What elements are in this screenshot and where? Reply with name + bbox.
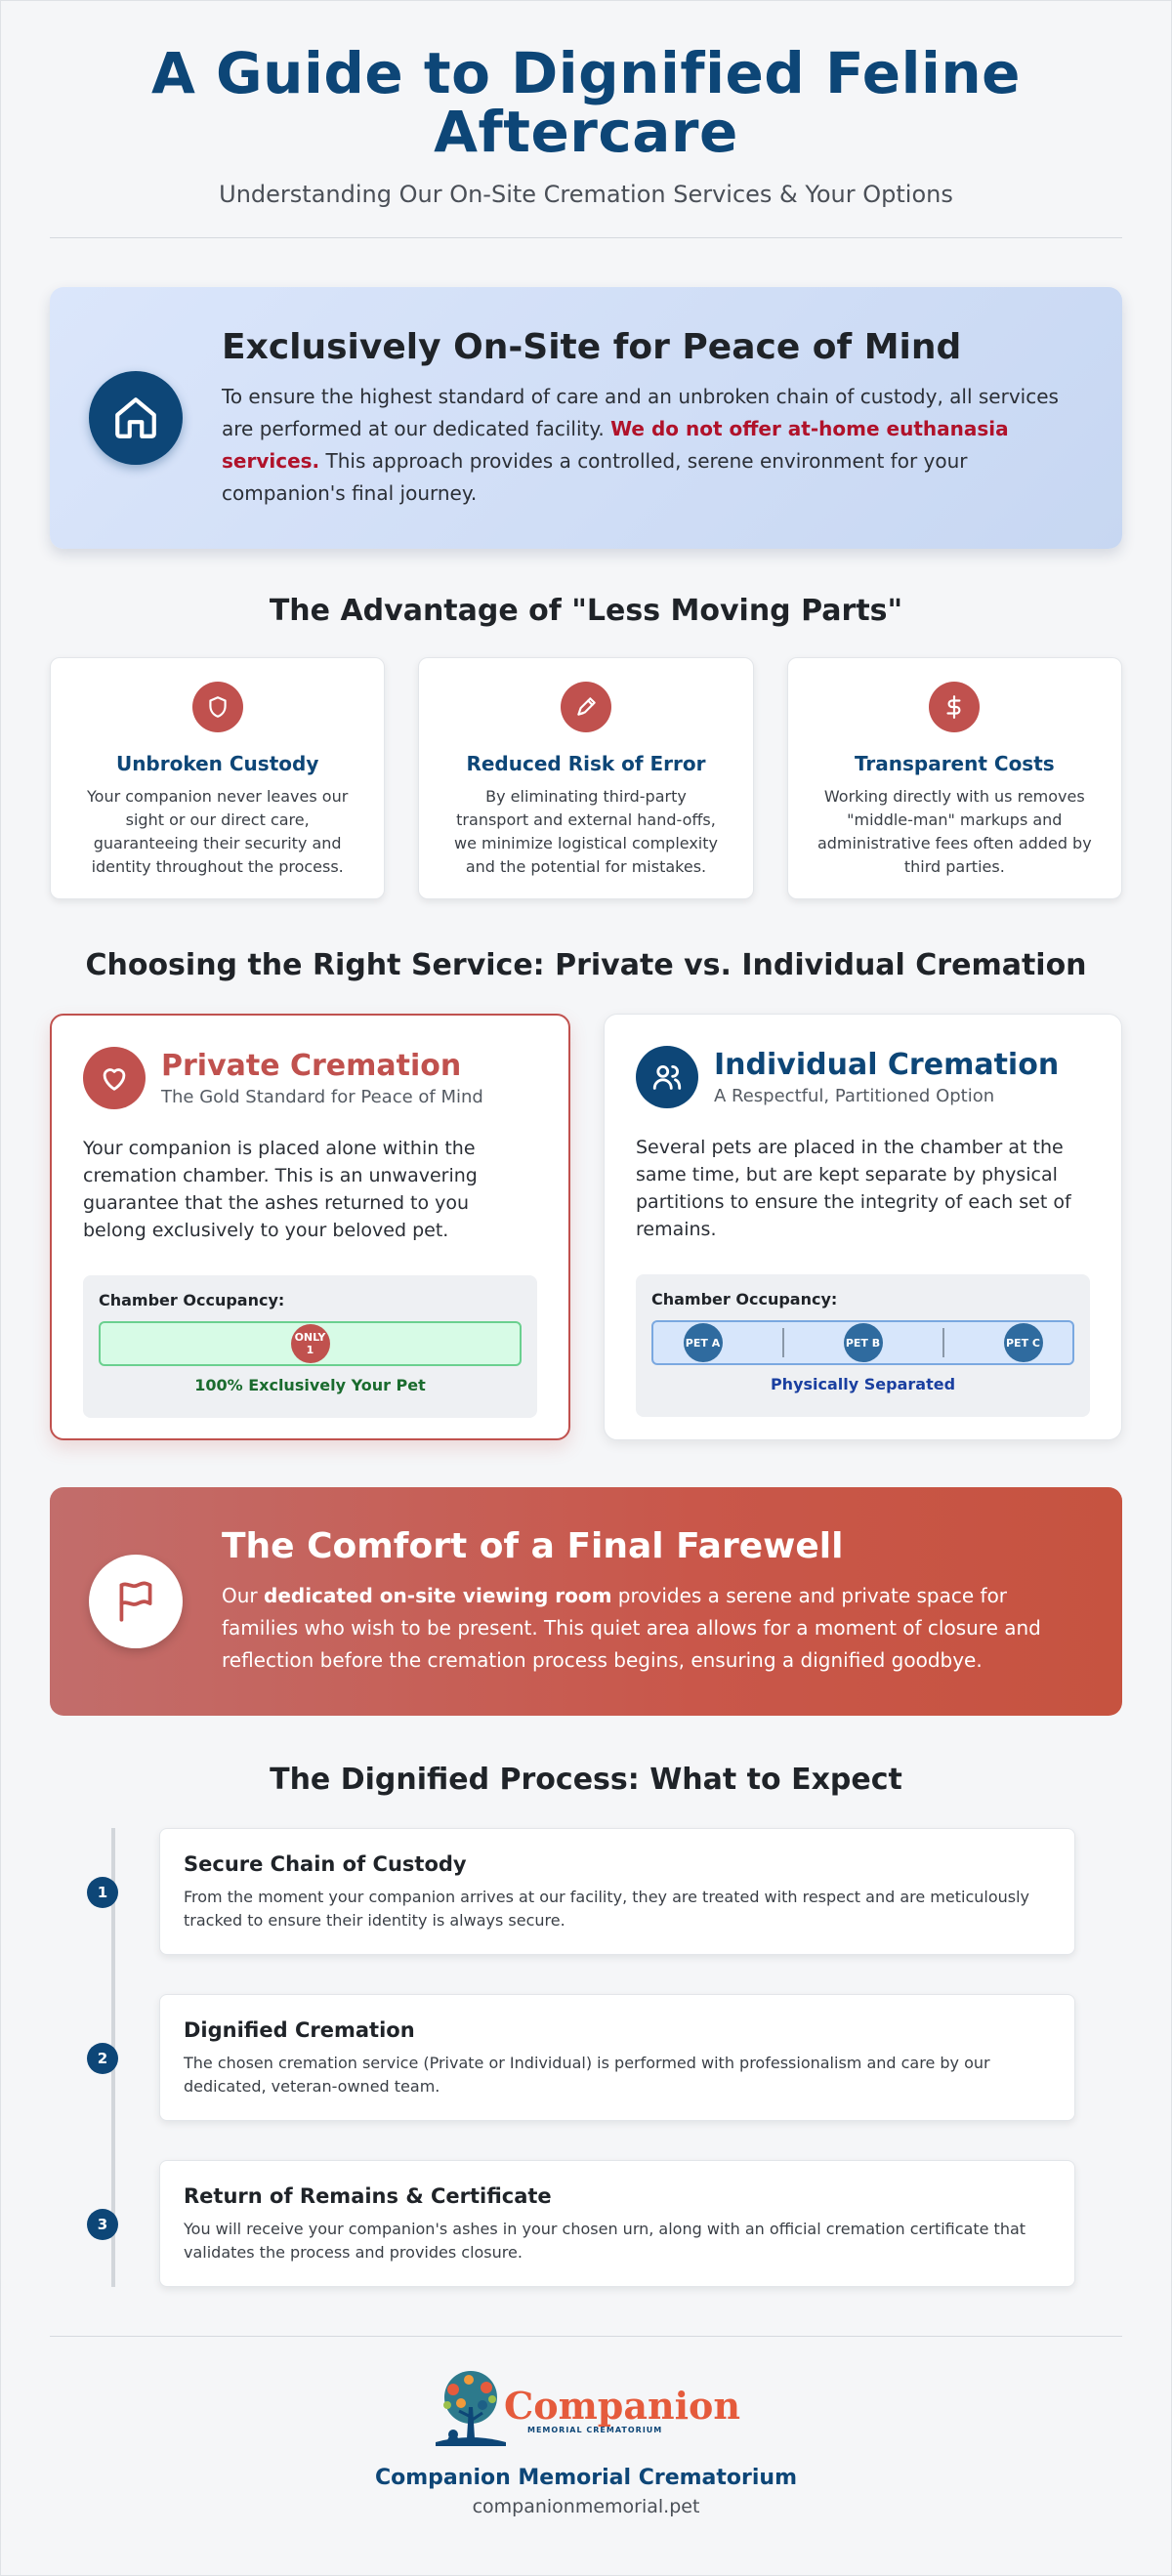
onsite-body-end: This approach provides a controlled, ser… (222, 448, 968, 505)
page-header: A Guide to Dignified Feline Aftercare Un… (50, 1, 1122, 208)
dollar-icon (929, 682, 981, 732)
step-number: 1 (87, 1877, 118, 1908)
footer-website: companionmemorial.pet (472, 2496, 700, 2517)
individual-cremation-card: Individual Cremation A Respectful, Parti… (604, 1014, 1122, 1440)
footer-divider (50, 2336, 1122, 2337)
pencil-icon (560, 682, 611, 732)
private-cremation-tagline: The Gold Standard for Peace of Mind (161, 1087, 483, 1107)
company-logo: Companion MEMORIAL CREMATORIUM (432, 2366, 740, 2454)
advantages-grid: Unbroken Custody Your companion never le… (50, 657, 1122, 899)
flag-icon (89, 1555, 183, 1648)
advantage-body: By eliminating third-party transport and… (453, 787, 718, 876)
choose-title: Choosing the Right Service: Private vs. … (85, 948, 1087, 982)
logo-subtitle: MEMORIAL CREMATORIUM (526, 2425, 663, 2434)
heart-icon (83, 1047, 146, 1109)
step-number: 2 (87, 2043, 118, 2074)
users-icon (636, 1046, 698, 1108)
individual-occupancy-caption: Physically Separated (770, 1375, 956, 1393)
farewell-body: Our dedicated on-site viewing room provi… (222, 1580, 1083, 1677)
occupancy-label: Chamber Occupancy: (651, 1290, 838, 1309)
onsite-body: To ensure the highest standard of care a… (222, 381, 1083, 510)
step-card: Dignified Cremation The chosen cremation… (159, 1994, 1075, 2121)
advantage-card-costs: Transparent Costs Working directly with … (786, 657, 1122, 899)
advantage-title: Reduced Risk of Error (466, 752, 706, 775)
partition (942, 1328, 944, 1357)
logo-wordmark: Companion (503, 2383, 741, 2428)
private-cremation-name: Private Cremation (161, 1049, 462, 1083)
step-card: Secure Chain of Custody From the moment … (159, 1828, 1075, 1955)
partition (781, 1328, 784, 1357)
onsite-card: Exclusively On-Site for Peace of Mind To… (50, 287, 1122, 549)
shield-icon (191, 682, 243, 732)
farewell-body-end: provides a serene and private space for … (222, 1584, 1041, 1672)
step-title: Dignified Cremation (184, 2018, 415, 2042)
advantage-title: Transparent Costs (854, 752, 1055, 775)
private-occupancy-caption: 100% Exclusively Your Pet (194, 1376, 426, 1394)
process-timeline: 1 Secure Chain of Custody From the momen… (50, 1828, 1122, 2287)
advantage-card-error: Reduced Risk of Error By eliminating thi… (418, 657, 754, 899)
private-occupancy-box: Chamber Occupancy: ONLY 1 100% Exclusive… (83, 1275, 537, 1418)
step-body: You will receive your companion's ashes … (184, 2220, 1026, 2262)
step-card: Return of Remains & Certificate You will… (159, 2160, 1075, 2287)
individual-cremation-tagline: A Respectful, Partitioned Option (714, 1086, 995, 1106)
step-title: Return of Remains & Certificate (184, 2184, 552, 2208)
page-title: A Guide to Dignified Feline Aftercare (150, 40, 1022, 165)
advantage-body: Your companion never leaves our sight or… (87, 787, 349, 876)
process-step: 3 Return of Remains & Certificate You wi… (87, 2160, 1075, 2287)
header-divider (50, 237, 1122, 238)
individual-chamber-bar: PET A PET B PET C (651, 1320, 1074, 1365)
advantages-title: The Advantage of "Less Moving Parts" (269, 594, 903, 628)
process-title: The Dignified Process: What to Expect (270, 1763, 902, 1797)
individual-occupancy-box: Chamber Occupancy: PET A PET B PET C Phy… (636, 1274, 1090, 1417)
private-cremation-body: Your companion is placed alone within th… (83, 1138, 478, 1241)
step-body: From the moment your companion arrives a… (184, 1888, 1030, 1930)
process-step: 2 Dignified Cremation The chosen cremati… (87, 1994, 1075, 2121)
farewell-body-start: Our (222, 1584, 264, 1607)
home-icon (89, 371, 183, 465)
pet-marker: PET B (843, 1323, 883, 1362)
advantage-card-custody: Unbroken Custody Your companion never le… (50, 657, 386, 899)
onsite-warning: We do not offer at-home euthanasia servi… (222, 416, 1009, 473)
process-step: 1 Secure Chain of Custody From the momen… (87, 1828, 1075, 1955)
advantage-title: Unbroken Custody (115, 752, 319, 775)
tree-logo-icon (435, 2371, 506, 2446)
private-chamber-bar: ONLY 1 (99, 1321, 522, 1366)
farewell-body-bold: dedicated on-site viewing room (264, 1584, 612, 1607)
step-number: 3 (87, 2209, 118, 2240)
farewell-card: The Comfort of a Final Farewell Our dedi… (50, 1487, 1122, 1716)
pet-marker: PET C (1003, 1323, 1043, 1362)
pet-marker: ONLY 1 (290, 1324, 330, 1363)
footer: Companion MEMORIAL CREMATORIUM Companion… (50, 2337, 1122, 2556)
onsite-body-start: To ensure the highest standard of care a… (222, 384, 1059, 440)
private-cremation-card: Private Cremation The Gold Standard for … (50, 1014, 570, 1440)
step-title: Secure Chain of Custody (184, 1852, 467, 1876)
cremation-grid: Private Cremation The Gold Standard for … (50, 1014, 1122, 1440)
occupancy-label: Chamber Occupancy: (99, 1291, 285, 1309)
pet-marker: PET A (683, 1323, 723, 1362)
individual-cremation-body: Several pets are placed in the chamber a… (636, 1137, 1071, 1240)
advantage-body: Working directly with us removes "middle… (816, 787, 1092, 876)
farewell-title: The Comfort of a Final Farewell (222, 1526, 844, 1566)
onsite-title: Exclusively On-Site for Peace of Mind (222, 326, 962, 367)
footer-company-name: Companion Memorial Crematorium (375, 2466, 797, 2490)
individual-cremation-name: Individual Cremation (714, 1048, 1060, 1082)
page-subtitle: Understanding Our On-Site Cremation Serv… (219, 181, 953, 208)
step-body: The chosen cremation service (Private or… (184, 2054, 990, 2096)
